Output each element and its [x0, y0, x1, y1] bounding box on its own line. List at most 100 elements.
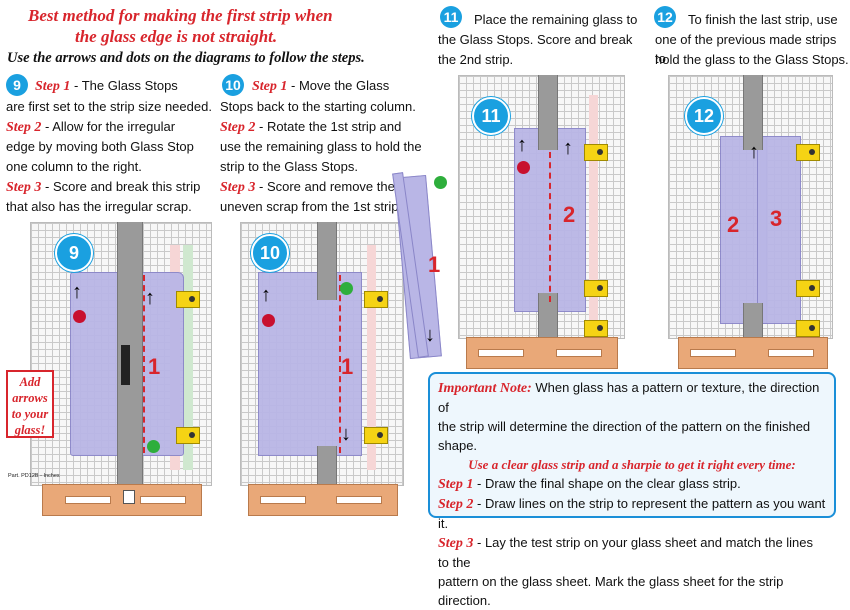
step9-step1-text-b: are first set to the strip size needed. [6, 99, 212, 114]
column-highlight-pink [589, 95, 598, 325]
note-step2-text: - Draw lines on the strip to represent t… [438, 496, 826, 531]
step10-step2-text-b: use the remaining glass to hold the [220, 139, 422, 154]
straight-edge-bar-top [317, 222, 337, 300]
score-line [339, 275, 341, 453]
note-text-a: When glass has a pattern or texture, the… [438, 380, 820, 415]
note-step3-text-b: pattern on the glass sheet. Mark the gla… [438, 574, 784, 608]
base-slot-right [140, 496, 186, 504]
base-slot-right [556, 349, 602, 357]
diagram12-badge: 12 [685, 97, 723, 135]
step10-step2-text-c: strip to the Glass Stops. [220, 159, 359, 174]
step11-badge: 11 [440, 6, 462, 28]
add-arrows-callout: Add arrows to your glass! [6, 370, 54, 438]
note-highlight: Use a clear glass strip and a sharpie to… [468, 457, 796, 472]
step11-text-b: the Glass Stops. Score and break [438, 32, 633, 47]
step10-step3-line: Step 3 - Score and remove the [220, 177, 395, 197]
step9-step3-line: Step 3 - Score and break this strip [6, 177, 200, 197]
note-step1-text: - Draw the final shape on the clear glas… [473, 476, 741, 491]
glass-stop-mid[interactable] [796, 280, 820, 297]
base-slot-left [260, 496, 306, 504]
note-line-2: the strip will determine the direction o… [438, 419, 811, 453]
step10-step3-text: - Score and remove the [255, 179, 395, 194]
arrow-up-icon: ↑ [749, 141, 759, 163]
step10-step1-text: - Move the Glass [287, 78, 390, 93]
straight-edge-bar-top [538, 75, 558, 150]
note-step3: Step 3 - Lay the test strip on your glas… [438, 533, 826, 572]
page-subtitle: Use the arrows and dots on the diagrams … [7, 50, 365, 66]
glass-stop-top[interactable] [176, 291, 200, 308]
column-highlight-green [183, 245, 193, 470]
step9-step1-label: Step 1 [35, 79, 71, 94]
arrow-up-icon: ↑ [563, 137, 573, 159]
note-step1: Step 1 - Draw the final shape on the cle… [438, 474, 826, 494]
step9-step2-text: - Allow for the irregular [41, 119, 176, 134]
base-knob [123, 490, 135, 504]
step12-text-b: one of the previous made strips to [655, 32, 837, 66]
base-slot-left [690, 349, 736, 357]
glass-stop-top[interactable] [364, 291, 388, 308]
arrow-up-icon: ↑ [145, 287, 155, 309]
arrow-down-icon: ↓ [425, 324, 435, 346]
note-line-1: Important Note: When glass has a pattern… [438, 378, 826, 417]
step9-step1-text: - The Glass Stops [70, 78, 178, 93]
arrow-up-icon: ↑ [261, 284, 271, 306]
base-slot-right [336, 496, 382, 504]
step10-step1-text-b: Stops back to the starting column. [220, 99, 416, 114]
strip-number: 1 [341, 354, 354, 379]
strip-number: 3 [770, 206, 783, 231]
glass-stop-mid[interactable] [584, 280, 608, 297]
glass-sheet [258, 272, 362, 456]
step9-step2-text-b: edge by moving both Glass Stop [6, 139, 194, 154]
green-dot [147, 440, 160, 453]
score-line [549, 152, 551, 302]
strip-number: 1 [428, 252, 441, 277]
note-step3-label: Step 3 [438, 536, 474, 551]
glass-stop-bottom[interactable] [584, 320, 608, 337]
straight-edge-bar-top [743, 75, 763, 150]
step9-step2-text-c: one column to the right. [6, 159, 142, 174]
arrow-up-icon: ↑ [72, 281, 82, 303]
strip-number: 2 [563, 202, 576, 227]
step9-step1-line: Step 1 - The Glass Stops [35, 76, 178, 96]
ruler-part-label: Part. PD12B - Inches [8, 473, 60, 479]
step10-step3-text-b: uneven scrap from the 1st strip. [220, 199, 403, 214]
step11-text-a: Place the remaining glass to [474, 12, 638, 27]
note-step1-label: Step 1 [438, 477, 474, 492]
step11-text-c: the 2nd strip. [438, 52, 514, 67]
important-note-box: Important Note: When glass has a pattern… [428, 372, 836, 608]
note-label: Important Note: [438, 381, 532, 396]
note-step2: Step 2 - Draw lines on the strip to repr… [438, 494, 826, 533]
glass-stop-top[interactable] [796, 144, 820, 161]
diagram11-badge: 11 [472, 97, 510, 135]
arrow-down-icon: ↓ [341, 423, 351, 445]
arrow-up-icon: ↑ [517, 134, 527, 156]
step10-step3-label: Step 3 [220, 180, 256, 195]
column-highlight-pink [367, 245, 376, 470]
glass-stop-bottom[interactable] [176, 427, 200, 444]
step10-step2-label: Step 2 [220, 120, 256, 135]
glass-stop-bottom[interactable] [796, 320, 820, 337]
step9-step2-line: Step 2 - Allow for the irregular [6, 117, 175, 137]
page-title-line2: the glass edge is not straight. [75, 27, 278, 46]
glass-strip-3 [757, 136, 801, 324]
red-dot [517, 161, 530, 174]
step12-text-c: hold the glass to the Glass Stops. [655, 52, 849, 67]
base-slot-left [65, 496, 111, 504]
diagram9-badge: 9 [55, 234, 93, 272]
glass-stop-top[interactable] [584, 144, 608, 161]
green-dot [340, 282, 353, 295]
step10-step1-line: Step 1 - Move the Glass [252, 76, 389, 96]
step9-step2-label: Step 2 [6, 120, 42, 135]
green-dot [434, 176, 447, 189]
red-dot [73, 310, 86, 323]
page-title-line1: Best method for making the first strip w… [28, 6, 333, 25]
step12-badge: 12 [654, 6, 676, 28]
step10-step2-line: Step 2 - Rotate the 1st strip and [220, 117, 401, 137]
strip-number: 2 [727, 212, 740, 237]
bar-label-sticker [121, 345, 130, 385]
step12-text-a: To finish the last strip, use [688, 12, 838, 27]
step9-step3-label: Step 3 [6, 180, 42, 195]
strip-number: 1 [148, 354, 161, 379]
glass-stop-bottom[interactable] [364, 427, 388, 444]
note-step3-text-a: - Lay the test strip on your glass sheet… [438, 535, 814, 570]
